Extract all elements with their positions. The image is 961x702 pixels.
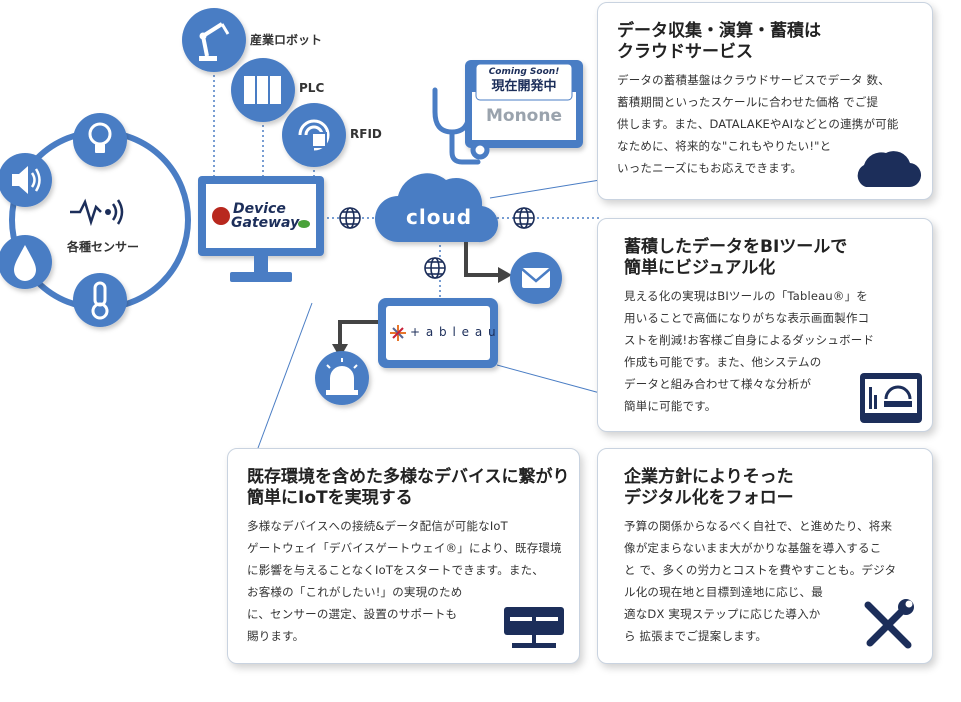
card-body-line: ゲートウェイ「デバイスゲートウェイ®」により、既存環境 (247, 541, 562, 555)
tableau-logo-text: + a b l e a u (410, 325, 497, 339)
card-body-line: ストを削減!お客様ご自身によるダッシュボード (624, 333, 875, 347)
dashboard-icon (860, 373, 922, 423)
card-device-gateway: 既存環境を含めた多様なデバイスに繋がり 簡単にIoTを実現する 多様なデバイスへ… (227, 448, 580, 664)
card-body-line: 適なDX 実現ステップに応じた導入か (624, 607, 821, 621)
coming-soon-banner: Coming Soon! 現在開発中 (476, 65, 572, 95)
gateway-logo-line1: Device (233, 201, 286, 217)
tools-icon (864, 599, 914, 649)
card-bi-tool: 蓄積したデータをBIツールで 簡単にビジュアル化 見える化の実現はBIツールの「… (597, 218, 933, 432)
globe-icon (424, 257, 446, 279)
card-title-line1: データ収集・演算・蓄積は (617, 21, 821, 41)
gateway-logo-icon (212, 207, 230, 225)
card-body-line: なために、将来的な"これもやりたい!"と (617, 139, 832, 153)
card-body-line: に影響を与えることなくIoTをスタートできます。また、 (247, 563, 545, 577)
cloud-label: cloud (406, 205, 473, 229)
card-digitalization: 企業方針によりそった デジタル化をフォロー 予算の関係からなるべく自社で、と進め… (597, 448, 933, 664)
coming-soon-text: Coming Soon! (488, 67, 560, 77)
card-title-line2: デジタル化をフォロー (624, 488, 794, 508)
card-cloud-service: データ収集・演算・蓄積は クラウドサービス データの蓄積基盤はクラウドサービスで… (597, 2, 933, 200)
cloud-icon (857, 151, 922, 188)
leaf-icon (298, 220, 310, 228)
card-title-line1: 企業方針によりそった (624, 467, 794, 487)
card-body-line: 供します。また、DATALAKEやAIなどとの連携が可能 (617, 117, 899, 131)
globe-icon (339, 207, 361, 229)
device-gateway-monitor (198, 176, 324, 282)
monone-monitor (465, 60, 583, 148)
robot-label: 産業ロボット (250, 33, 323, 47)
stethoscope-icon (432, 87, 490, 165)
signal-sensor-icon (70, 198, 124, 227)
mail-icon (510, 252, 562, 304)
card-title-line2: 簡単にIoTを実現する (247, 488, 413, 508)
card-body-line: と で、多くの労力とコストを費やすことも。デジタ (624, 563, 897, 577)
card-body-line: データの蓄積基盤はクラウドサービスでデータ 数、 (617, 73, 890, 87)
cloud-mail-arrow (464, 242, 512, 283)
card-body-line: 多様なデバイスへの接続&データ配信が可能なIoT (247, 519, 508, 533)
gateway-card-pointer (257, 302, 313, 449)
card-body-line: 作成も可能です。また、他システムの (624, 355, 822, 369)
cloud-shape (375, 173, 499, 243)
card-body-line: お客様の「これがしたい!」の実現のため (247, 585, 463, 599)
card-body-line: 賜ります。 (247, 629, 305, 643)
card-body-line: ル化の現在地と目標到達地に応じ、最 (624, 585, 823, 599)
card-body-line: 像が定まらないまま大がかりな基盤を導入するこ (624, 541, 882, 555)
network-gateway-icon (504, 607, 564, 648)
tableau-alarm-arrow (332, 320, 378, 358)
speaker-icon (0, 153, 52, 207)
tableau-monitor (378, 298, 498, 368)
card-body-line: に、センサーの選定、設置のサポートも (247, 607, 458, 621)
water-drop-icon (0, 235, 52, 289)
bulb-icon (73, 113, 127, 167)
gateway-logo-text: Device Gateway (231, 201, 300, 231)
card-body-line: 見える化の実現はBIツールの「Tableau®」を (624, 289, 869, 303)
robot-arm-icon (182, 8, 246, 72)
card-title-line2: クラウドサービス (617, 42, 753, 62)
card-body-line: いったニーズにもお応えできます。 (617, 161, 803, 175)
monone-logo-text: Monone (485, 106, 562, 126)
cloud-card-pointer (489, 179, 601, 199)
card-title-line2: 簡単にビジュアル化 (624, 258, 776, 278)
card-title-line1: 蓄積したデータをBIツールで (624, 237, 848, 257)
card-title-line1: 既存環境を含めた多様なデバイスに繋がり (247, 467, 570, 487)
card-body-line: 蓄積期間といったスケールに合わせた価格 でご提 (617, 95, 879, 109)
globe-icon (513, 207, 535, 229)
card-body-line: ら 拡張までご提案します。 (624, 629, 768, 643)
card-body-line: データと組み合わせて様々な分析が (624, 377, 812, 391)
card-body-line: 簡単に可能です。 (624, 399, 717, 413)
gateway-logo-line2: Gateway (231, 215, 300, 231)
in-development-text: 現在開発中 (491, 79, 557, 94)
tableau-logo-icon (390, 325, 406, 341)
plc-label: PLC (299, 81, 325, 95)
sensors-label: 各種センサー (67, 240, 140, 254)
rfid-icon (282, 103, 346, 167)
alarm-light-icon (315, 351, 369, 405)
card-body-line: 用いることで高価になりがちな表示画面製作コ (624, 311, 870, 325)
card-body-line: 予算の関係からなるべく自社で、と進めたり、将来 (624, 519, 893, 533)
rfid-label: RFID (350, 127, 382, 141)
tableau-card-pointer (496, 364, 601, 394)
plc-icon (231, 58, 295, 122)
thermometer-icon (73, 273, 127, 327)
